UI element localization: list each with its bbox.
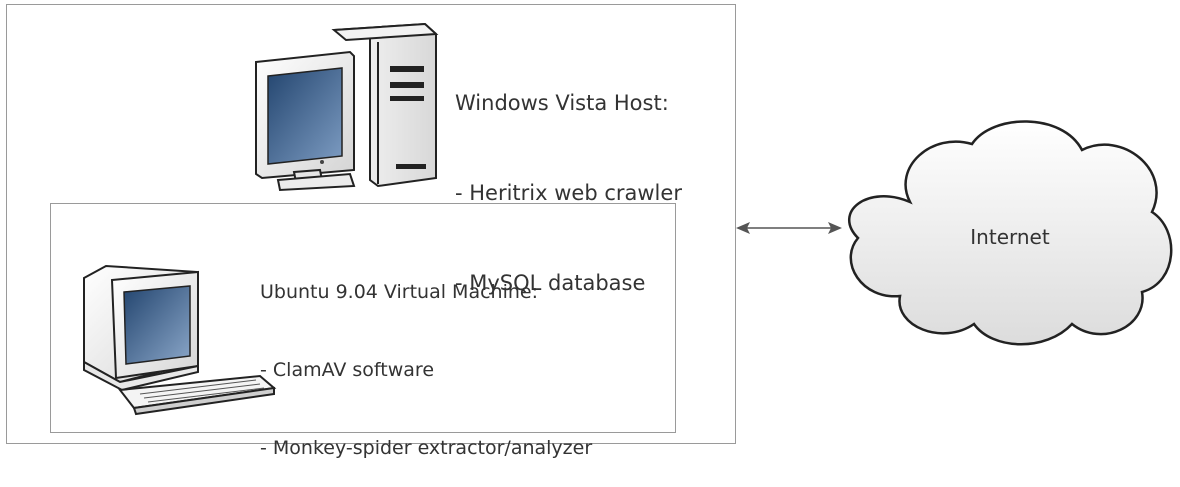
host-item-heritrix: - Heritrix web crawler bbox=[455, 181, 682, 205]
host-description: Windows Vista Host: - Heritrix web crawl… bbox=[455, 28, 682, 328]
vm-description: Ubuntu 9.04 Virtual Machine: - ClamAV so… bbox=[260, 227, 592, 487]
host-item-mysql: - MySQL database bbox=[455, 271, 646, 295]
vm-item-monkey-spider: - Monkey-spider extractor/analyzer bbox=[260, 437, 593, 459]
vm-item-clamav: - ClamAV software bbox=[260, 359, 435, 381]
host-title: Windows Vista Host: bbox=[455, 91, 669, 115]
crt-computer-keyboard-icon bbox=[83, 264, 277, 416]
vm-title: Ubuntu 9.04 Virtual Machine: bbox=[260, 281, 538, 303]
double-arrow-icon bbox=[736, 222, 842, 234]
windows-vista-host-box bbox=[6, 4, 736, 444]
ubuntu-virtual-machine-box bbox=[50, 203, 676, 433]
internet-label: Internet bbox=[970, 225, 1050, 249]
cloud-icon bbox=[848, 120, 1173, 346]
desktop-computer-tower-icon bbox=[255, 22, 439, 192]
